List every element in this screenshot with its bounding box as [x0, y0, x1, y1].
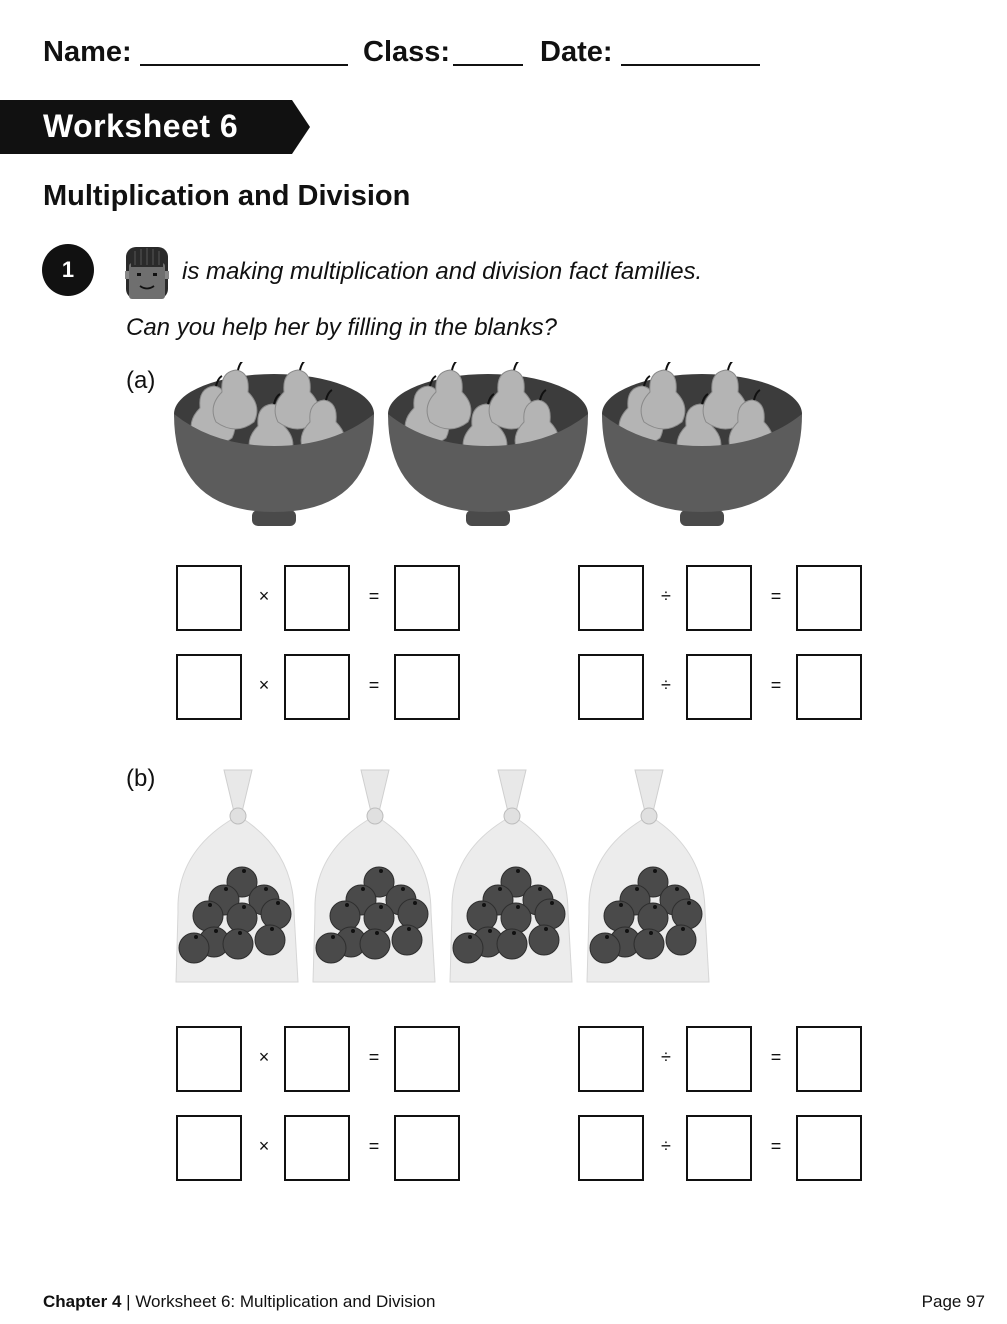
name-label: Name:: [43, 36, 132, 68]
footer-chapter: Chapter 4: [43, 1292, 122, 1311]
pear-icon: [426, 359, 472, 430]
orange-bags: [172, 762, 732, 992]
date-label: Date:: [540, 36, 613, 68]
plastic-bag-icon: [175, 769, 299, 983]
orange-icon: [391, 924, 423, 956]
orange-icon: [222, 928, 254, 960]
times-sign: ×: [258, 586, 270, 606]
footer-page-number: Page 97: [921, 1292, 985, 1311]
part-a-div-row1-answer-box-3[interactable]: [796, 565, 862, 631]
part-b-div-row1-answer-box-2[interactable]: [686, 1026, 752, 1092]
orange-icon: [496, 928, 528, 960]
times-sign: ×: [258, 1136, 270, 1156]
divide-sign: ÷: [661, 1047, 671, 1067]
part-a-mult-row1-answer-box-1[interactable]: [176, 565, 242, 631]
part-a-label: (a): [126, 367, 156, 394]
pear-bowls: [172, 359, 812, 532]
part-b-label: (b): [126, 765, 156, 792]
part-b-mult-row2-answer-box-2[interactable]: [284, 1115, 350, 1181]
date-field[interactable]: [621, 64, 760, 66]
part-b-div-row2-answer-box-2[interactable]: [686, 1115, 752, 1181]
equals-sign: =: [368, 1047, 380, 1067]
divide-sign: ÷: [661, 675, 671, 695]
orange-icon: [665, 924, 697, 956]
orange-icon: [254, 924, 286, 956]
equals-sign: =: [368, 586, 380, 606]
orange-icon: [637, 902, 669, 934]
footer-separator: |: [126, 1292, 131, 1311]
pear-icon: [640, 359, 686, 430]
equals-sign: =: [770, 1047, 782, 1067]
part-a-mult-row2-answer-box-1[interactable]: [176, 654, 242, 720]
part-a-mult-row2-answer-box-3[interactable]: [394, 654, 460, 720]
part-b-mult-row1-answer-box-3[interactable]: [394, 1026, 460, 1092]
equals-sign: =: [770, 1136, 782, 1156]
part-b-mult-row1-answer-box-2[interactable]: [284, 1026, 350, 1092]
fruit-bowls-illustration: [174, 359, 802, 526]
orange-icon: [500, 902, 532, 934]
question-number-badge: 1: [42, 244, 94, 296]
footer-left: Chapter 4 | Worksheet 6: Multiplication …: [43, 1292, 435, 1312]
orange-icon: [329, 900, 361, 932]
fruit-bowl-icon: [174, 359, 374, 526]
question-text-line1: is making multiplication and division fa…: [182, 258, 703, 285]
orange-icon: [466, 900, 498, 932]
fruit-bowl-icon: [602, 359, 802, 526]
question-text-line2: Can you help her by filling in the blank…: [126, 314, 557, 341]
bags-illustration: [175, 769, 710, 983]
part-b-div-row2-answer-box-1[interactable]: [578, 1115, 644, 1181]
part-a-div-row2-answer-box-3[interactable]: [796, 654, 862, 720]
part-b-mult-row2-answer-box-3[interactable]: [394, 1115, 460, 1181]
orange-icon: [534, 898, 566, 930]
part-b-mult-row1-answer-box-1[interactable]: [176, 1026, 242, 1092]
pear-icon: [274, 359, 320, 430]
worksheet-banner: Worksheet 6: [0, 100, 310, 154]
times-sign: ×: [258, 675, 270, 695]
orange-icon: [528, 924, 560, 956]
divide-sign: ÷: [661, 1136, 671, 1156]
class-label: Class:: [363, 36, 451, 68]
orange-icon: [603, 900, 635, 932]
part-a-div-row2-answer-box-2[interactable]: [686, 654, 752, 720]
orange-icon: [671, 898, 703, 930]
orange-icon: [359, 928, 391, 960]
section-title: Multiplication and Division: [43, 180, 411, 212]
equals-sign: =: [368, 675, 380, 695]
plastic-bag-icon: [449, 769, 573, 983]
orange-icon: [178, 932, 210, 964]
worksheet-title: Worksheet 6: [43, 108, 239, 144]
orange-icon: [315, 932, 347, 964]
orange-icon: [589, 932, 621, 964]
part-b-mult-row2-answer-box-1[interactable]: [176, 1115, 242, 1181]
part-b-div-row2-answer-box-3[interactable]: [796, 1115, 862, 1181]
fruit-bowl-icon: [388, 359, 588, 526]
part-a-mult-row1-answer-box-2[interactable]: [284, 565, 350, 631]
part-a-mult-row2-answer-box-2[interactable]: [284, 654, 350, 720]
times-sign: ×: [258, 1047, 270, 1067]
part-b-div-row1-answer-box-1[interactable]: [578, 1026, 644, 1092]
pear-icon: [212, 359, 258, 430]
orange-icon: [363, 902, 395, 934]
part-a-div-row2-answer-box-1[interactable]: [578, 654, 644, 720]
part-a-div-row1-answer-box-2[interactable]: [686, 565, 752, 631]
orange-icon: [260, 898, 292, 930]
part-a-div-row1-answer-box-1[interactable]: [578, 565, 644, 631]
orange-icon: [633, 928, 665, 960]
orange-icon: [192, 900, 224, 932]
part-b-div-row1-answer-box-3[interactable]: [796, 1026, 862, 1092]
class-field[interactable]: [453, 64, 523, 66]
girl-avatar-icon: [125, 247, 169, 299]
part-a-mult-row1-answer-box-3[interactable]: [394, 565, 460, 631]
divide-sign: ÷: [661, 586, 671, 606]
name-field[interactable]: [140, 64, 348, 66]
plastic-bag-icon: [586, 769, 710, 983]
equals-sign: =: [368, 1136, 380, 1156]
orange-icon: [452, 932, 484, 964]
equals-sign: =: [770, 675, 782, 695]
footer-title: Worksheet 6: Multiplication and Division: [135, 1292, 436, 1311]
plastic-bag-icon: [312, 769, 436, 983]
orange-icon: [226, 902, 258, 934]
orange-icon: [397, 898, 429, 930]
equals-sign: =: [770, 586, 782, 606]
